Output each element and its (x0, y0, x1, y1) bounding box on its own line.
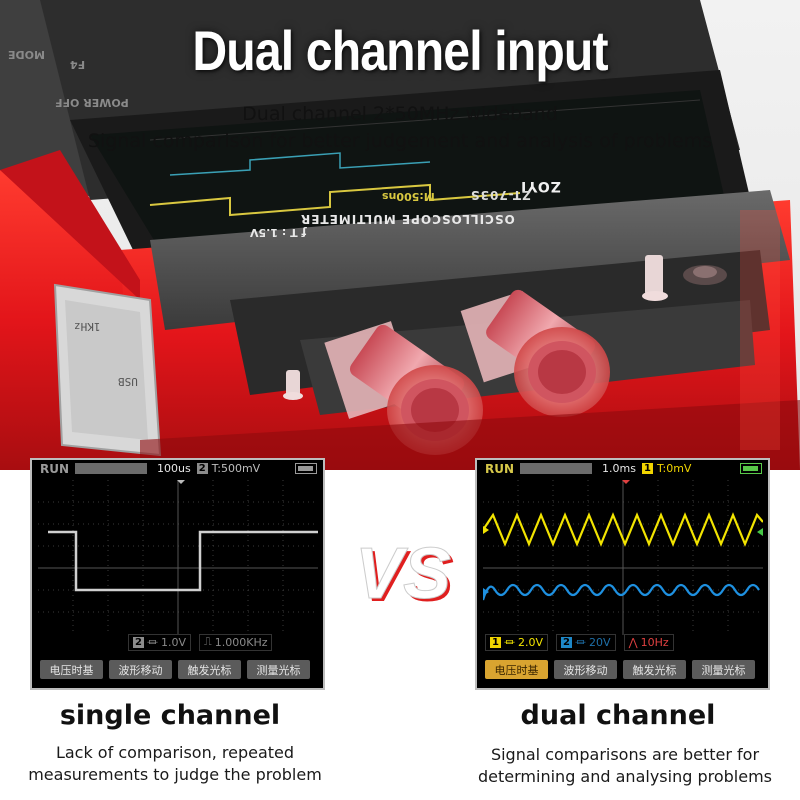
screen-status-bar: RUN 100us 2 T:500mV (32, 460, 323, 477)
device-model-line-print: OSCILLOSCOPE MULTIMETER (300, 212, 515, 226)
single-channel-desc-line-1: Lack of comparison, repeated (55, 743, 295, 762)
meas-freq-value: 1.000KHz (214, 635, 268, 649)
meas-freq: ⋀ 10Hz (623, 633, 674, 651)
trigger-readout: T:500mV (211, 462, 261, 475)
meas-channel-badge: 2 (133, 636, 144, 648)
softkey-voltage-timebase[interactable]: 电压时基 (40, 660, 103, 679)
dual-channel-label: dual channel (520, 700, 716, 731)
meas-freq: ⎍ 1.000KHz (199, 633, 273, 651)
softkey-measure-cursor[interactable]: 测量光标 (692, 660, 755, 679)
port-1khz-label: 1KHz (74, 320, 101, 333)
coupling-icon: ⏛ (147, 636, 158, 649)
pulse-icon: ⋀ (628, 635, 638, 649)
meas-volts: 2 ⏛ 1.0V (128, 633, 192, 651)
vs-text: VS (355, 534, 451, 610)
coupling-icon: ⏛ (504, 636, 515, 649)
meas-ch1-badge: 1 (490, 636, 501, 648)
meas-ch2-volts-value: 20V (589, 635, 611, 649)
device-menu-print-mode: MODE (8, 48, 45, 61)
single-channel-desc-line-2: measurements to judge the problem (28, 765, 322, 784)
channel-2-trace (48, 530, 318, 592)
waveform-grid (483, 480, 763, 635)
coupling-icon: ⏛ (575, 636, 587, 649)
dual-channel-description: Signal comparisons are better for determ… (455, 744, 795, 788)
trigger-readout: T:0mV (656, 462, 692, 475)
soft-key-row: 电压时基 波形移动 触发光标 测量光标 (485, 660, 755, 679)
device-photo: ZOYI ZT-703S OSCILLOSCOPE MULTIMETER M:5… (0, 0, 800, 470)
single-channel-label: single channel (59, 700, 281, 731)
meas-volts-value: 1.0V (161, 635, 187, 649)
page-title: Dual channel input (192, 19, 608, 82)
meas-freq-value: 10Hz (640, 635, 669, 649)
trigger-channel-badge: 1 (641, 463, 653, 474)
vs-shadow: VS (358, 537, 454, 610)
run-status: RUN (485, 461, 515, 476)
vs-mark: VS VS (354, 534, 454, 611)
single-channel-screen: RUN 100us 2 T:500mV 2 ⏛ 1.0V ⎍ 1.000KHz (30, 458, 325, 690)
device-model-print: ZT-703S (470, 188, 531, 202)
meas-ch2-badge: 2 (561, 636, 573, 648)
dual-channel-desc-line-2: determining and analysing problems (478, 767, 772, 786)
meas-ch1-volts-value: 2.0V (518, 635, 544, 649)
softkey-waveform-move[interactable]: 波形移动 (554, 660, 617, 679)
subtitle-line-1: Dual channel 2*50MHz wideband (242, 103, 558, 125)
subtitle-line-2: Signal comparison for better judgement a… (87, 130, 713, 152)
soft-key-row: 电压时基 波形移动 触发光标 测量光标 (40, 660, 310, 679)
dual-channel-desc-line-1: Signal comparisons are better for (490, 745, 760, 764)
timebase-readout: 1.0ms (602, 462, 636, 475)
run-status: RUN (40, 461, 70, 476)
waveform-grid (38, 480, 318, 635)
softkey-waveform-move[interactable]: 波形移动 (109, 660, 172, 679)
battery-icon (295, 463, 317, 474)
device-trigger-print: ƒ T : 1.5V (250, 226, 307, 239)
port-usb-label: USB (118, 375, 138, 388)
softkey-voltage-timebase[interactable]: 电压时基 (485, 660, 548, 679)
softkey-trigger-cursor[interactable]: 触发光标 (178, 660, 241, 679)
battery-icon (740, 463, 762, 474)
screen-status-bar: RUN 1.0ms 1 T:0mV (477, 460, 768, 477)
waveform-overview-strip (520, 463, 593, 474)
device-timebase-print: M:500ns (382, 190, 435, 203)
channel-2-trace (483, 583, 760, 601)
channel-1-trace (483, 512, 763, 547)
timebase-readout: 100us (157, 462, 191, 475)
single-channel-description: Lack of comparison, repeated measurement… (10, 742, 340, 786)
device-illustration (0, 0, 800, 470)
waveform-overview-strip (75, 463, 148, 474)
softkey-measure-cursor[interactable]: 测量光标 (247, 660, 310, 679)
meas-ch2-volts: 2 ⏛ 20V (556, 633, 616, 651)
dual-channel-screen: RUN 1.0ms 1 T:0mV 1 ⏛ 2.0V 2 (475, 458, 770, 690)
trigger-channel-badge: 2 (196, 463, 208, 474)
softkey-trigger-cursor[interactable]: 触发光标 (623, 660, 686, 679)
measurement-bar: 1 ⏛ 2.0V 2 ⏛ 20V ⋀ 10Hz (485, 633, 682, 651)
meas-ch1-volts: 1 ⏛ 2.0V (485, 633, 549, 651)
pulse-icon: ⎍ (204, 635, 212, 648)
measurement-bar: 2 ⏛ 1.0V ⎍ 1.000KHz (128, 633, 280, 651)
